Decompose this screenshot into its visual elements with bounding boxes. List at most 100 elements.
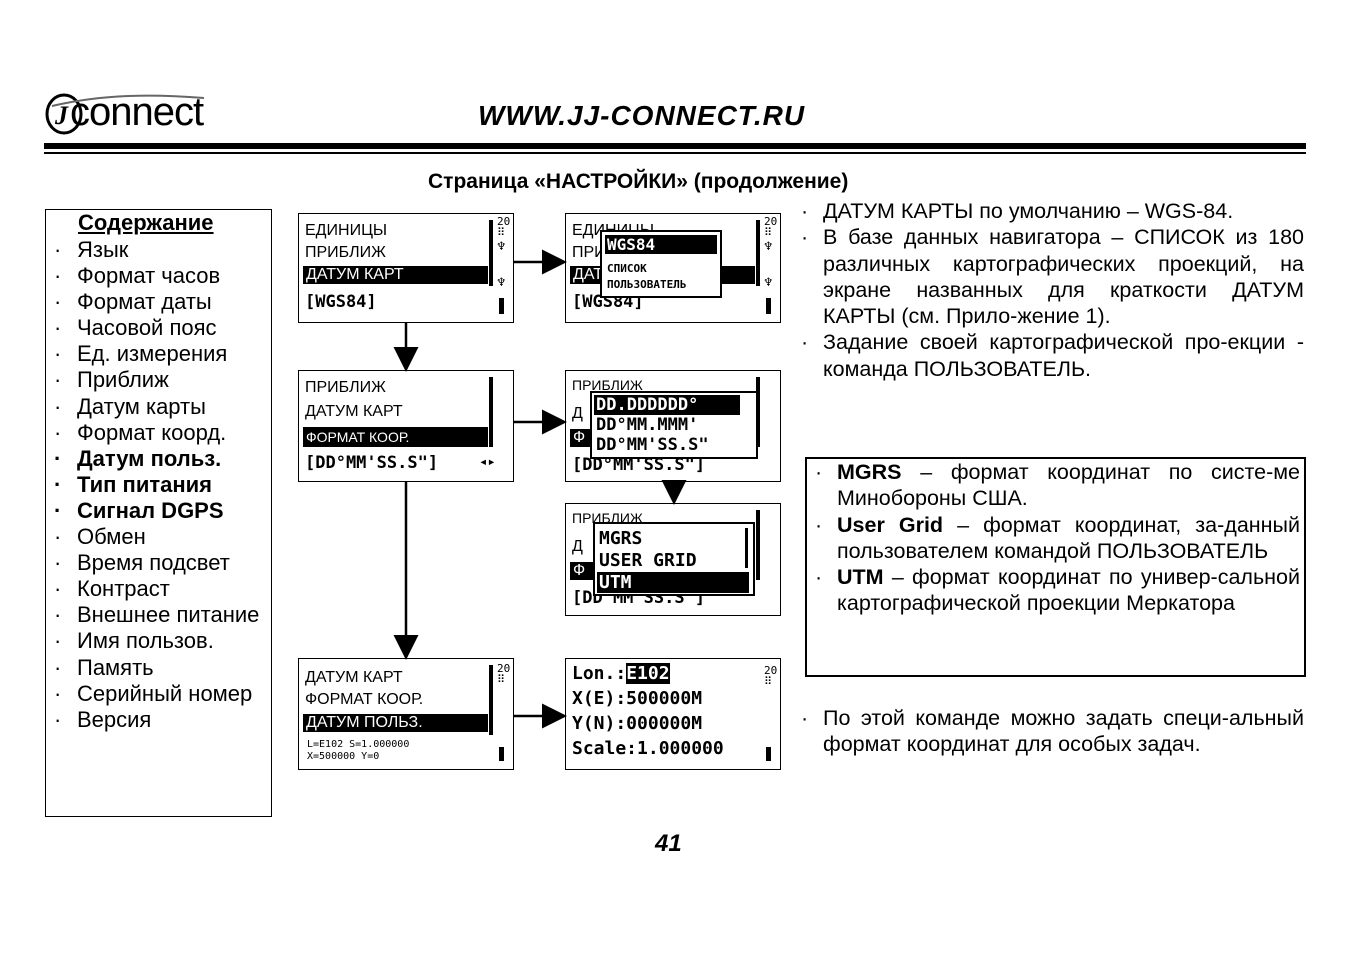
svg-text:J: J [54, 101, 69, 130]
site-url: WWW.JJ-CONNECT.RU [478, 100, 806, 131]
lcd-line: Д [572, 538, 583, 555]
datum-popup-menu: WGS84 СПИСОК ПОЛЬЗОВАТЕЛЬ [600, 230, 722, 298]
contents-item: Тип питания [54, 472, 269, 498]
lcd-value-line: L=E102 S=1.000000 [307, 739, 410, 750]
lcd-value: [DD°MM'SS.S"] [572, 455, 706, 475]
left-right-arrow-icon: ◂▸ [479, 454, 496, 470]
contents-box: Содержание ЯзыкФормат часовФормат датыЧа… [45, 209, 272, 817]
power-icon: ♆ [497, 275, 506, 291]
popup-item-selected[interactable]: DD.DDDDDD° [594, 395, 740, 415]
battery-icon [499, 298, 504, 314]
description-bullet: ДАТУМ КАРТЫ по умолчанию – WGS-84. [801, 198, 1304, 225]
contents-item: Имя пользов. [54, 628, 269, 654]
lcd-line-selected: ДАТУМ КАРТ [303, 266, 488, 284]
lcd-line: ФОРМАТ КООР. [305, 691, 424, 708]
lcd-line: Lon.:E102 [572, 663, 670, 684]
popup-scrollbar [745, 528, 748, 568]
definition-term: UTM [837, 565, 884, 590]
lcd-line-selected: ДАТУМ ПОЛЬЗ. [303, 714, 488, 732]
header-rule-thin [44, 152, 1306, 154]
contents-item: Версия [54, 707, 269, 733]
satellite-icon: ♆ [497, 239, 506, 255]
popup-item[interactable]: MGRS [599, 528, 643, 549]
definition-text: – формат координат по универ-сальной кар… [837, 565, 1300, 616]
lcd-line: ПРИ [572, 244, 606, 261]
lcd-scrollbar [756, 377, 760, 447]
lcd-screen-user-datum: ДАТУМ КАРТ ФОРМАТ КООР. ДАТУМ ПОЛЬЗ. L=E… [298, 658, 514, 770]
contents-item: Язык [54, 237, 269, 263]
popup-item[interactable]: DD°MM'SS.S" [596, 435, 709, 455]
contents-item: Сигнал DGPS [54, 498, 269, 524]
definition-item: UTM – формат координат по универ-сальной… [815, 564, 1300, 617]
format-definitions-box: MGRS – формат координат по систе-ме Мино… [805, 457, 1306, 677]
signal-icon: 20⠿ [497, 215, 511, 239]
contents-item: Внешнее питание [54, 602, 269, 628]
lcd-screen-datum-popup: ЕДИНИЦЫ ПРИ ДАТ [WGS84] 20⠿ ♆ ♆ WGS84 СП… [565, 213, 781, 323]
lcd-line: ДАТУМ КАРТ [305, 403, 403, 420]
satellite-icon: ♆ [764, 239, 773, 255]
contents-item: Ед. измерения [54, 341, 269, 367]
lcd-line: ПРИБЛИЖ [305, 244, 386, 261]
lcd-scrollbar [489, 665, 493, 735]
definition-term: MGRS [837, 460, 902, 484]
contents-item: Серийный номер [54, 681, 269, 707]
header-rule [44, 143, 1306, 149]
lcd-scrollbar [756, 220, 760, 286]
lcd-line: Д [572, 405, 583, 422]
signal-icon: 20⠿ [764, 215, 778, 239]
lcd-line-selected: Ф [570, 429, 593, 447]
description-bullet: Задание своей картографической про-екции… [801, 329, 1304, 382]
popup-item[interactable]: DD°MM.MMM' [596, 415, 699, 435]
description-top: ДАТУМ КАРТЫ по умолчанию – WGS-84. В баз… [801, 198, 1304, 382]
description-bottom: По этой команде можно задать специ-альны… [801, 705, 1304, 758]
definition-item: MGRS – формат координат по систе-ме Мино… [815, 459, 1300, 512]
contents-item: Датум польз. [54, 446, 269, 472]
definition-text: – формат координат по систе-ме Миноборон… [837, 460, 1300, 511]
contents-item: Приближ [54, 367, 269, 393]
logo-wordmark: connect [70, 90, 204, 134]
popup-item-selected[interactable]: WGS84 [605, 235, 717, 254]
lcd-screen-map-datum: ЕДИНИЦЫ ПРИБЛИЖ ДАТУМ КАРТ [WGS84] 20⠿ ♆… [298, 213, 514, 323]
lon-value[interactable]: E102 [626, 663, 670, 684]
contents-item: Формат коорд. [54, 420, 269, 446]
lcd-line: ПРИБЛИЖ [305, 379, 386, 396]
lcd-line-selected: ФОРМАТ КООР. [303, 427, 488, 447]
lcd-line: Y(N):000000M [572, 713, 703, 734]
lcd-line: ЕДИНИЦЫ [305, 222, 388, 239]
lcd-line: X(E):500000M [572, 688, 703, 709]
battery-icon [766, 298, 771, 314]
grid-popup-menu: MGRS USER GRID UTM [593, 522, 755, 596]
lcd-scrollbar [756, 510, 760, 580]
lcd-line: ПРИБЛИЖ [572, 377, 643, 393]
contents-item: Формат часов [54, 263, 269, 289]
popup-item[interactable]: СПИСОК [607, 262, 647, 275]
contents-item: Время подсвет [54, 550, 269, 576]
popup-item[interactable]: USER GRID [599, 550, 697, 571]
lcd-scrollbar [489, 377, 493, 447]
contents-item: Память [54, 655, 269, 681]
lcd-line: Scale:1.000000 [572, 738, 724, 759]
lcd-screen-user-datum-values: Lon.:E102 X(E):500000M Y(N):000000M Scal… [565, 658, 781, 770]
jj-connect-logo: J [45, 93, 205, 135]
lcd-scrollbar [489, 220, 493, 286]
lcd-screen-grid-popup: ПРИБЛИЖ Д Ф [DD°MM'SS.S"] MGRS USER GRID… [565, 503, 781, 616]
popup-item[interactable]: ПОЛЬЗОВАТЕЛЬ [607, 278, 687, 291]
signal-icon: 20⠿ [497, 662, 511, 686]
lcd-value: [WGS84] [305, 292, 377, 312]
signal-icon: 20⠿ [764, 664, 778, 688]
contents-item: Контраст [54, 576, 269, 602]
contents-item: Часовой пояс [54, 315, 269, 341]
contents-list: ЯзыкФормат часовФормат датыЧасовой поясЕ… [54, 237, 269, 733]
description-bullet: В базе данных навигатора – СПИСОК из 180… [801, 224, 1304, 329]
contents-heading: Содержание [78, 210, 214, 235]
lcd-value: [DD°MM'SS.S"] [305, 453, 439, 473]
lcd-line: ДАТУМ КАРТ [305, 669, 403, 686]
contents-item: Формат даты [54, 289, 269, 315]
contents-item: Датум карты [54, 394, 269, 420]
popup-item-selected[interactable]: UTM [597, 572, 749, 593]
lcd-line-selected: Ф [570, 562, 593, 580]
contents-item: Обмен [54, 524, 269, 550]
definition-term: User Grid [837, 512, 944, 537]
battery-icon [499, 747, 504, 761]
